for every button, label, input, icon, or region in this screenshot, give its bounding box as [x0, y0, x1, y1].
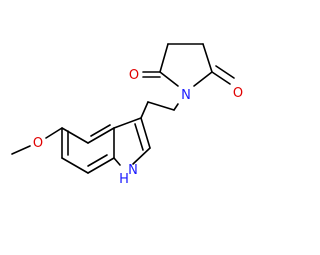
- bond-n-c2: [159, 71, 179, 87]
- atom-labels: O O O N N H: [33, 68, 243, 187]
- bond-ch2-n: [173, 103, 179, 111]
- bond-c7-c6: [61, 157, 89, 174]
- bond-methyl-o: [11, 145, 31, 155]
- bond-c2-n1: [132, 147, 151, 165]
- bond-inner-c4-c3a: [90, 124, 111, 137]
- bond-c5-n: [193, 71, 213, 87]
- atom-label-o-carbonyl-right: O: [233, 86, 243, 101]
- bond-ch2-ch2: [147, 101, 175, 111]
- atom-label-n-imide: N: [181, 88, 191, 103]
- bond-inner-c3-c2: [134, 123, 144, 151]
- bond-c4-c5: [202, 43, 213, 73]
- bond-c5-o-double: [215, 65, 235, 79]
- bond-o-c5: [45, 127, 63, 139]
- atom-label-o-methoxy: O: [33, 136, 43, 151]
- structure-canvas: O O O N N H: [11, 43, 243, 187]
- bond-c3-ch2: [140, 101, 149, 119]
- atom-label-o-carbonyl-left: O: [129, 68, 139, 83]
- bond-c3-c2: [140, 117, 151, 149]
- bond-c4-c3a: [87, 127, 115, 144]
- bond-n1-c7a: [113, 157, 121, 166]
- bond-inner-c7a-c7: [87, 154, 108, 167]
- bonds: [11, 43, 235, 174]
- molecule-diagram: O O O N N H: [11, 43, 243, 187]
- bond-c5-o: [211, 71, 231, 85]
- bond-c2-c3: [159, 43, 169, 73]
- bond-c3a-c3: [113, 117, 142, 129]
- atom-label-n-indole: N: [128, 163, 138, 178]
- bond-c7a-c7: [87, 157, 115, 174]
- atom-label-h-indole: H: [119, 172, 129, 187]
- bond-c5-c4: [61, 127, 89, 144]
